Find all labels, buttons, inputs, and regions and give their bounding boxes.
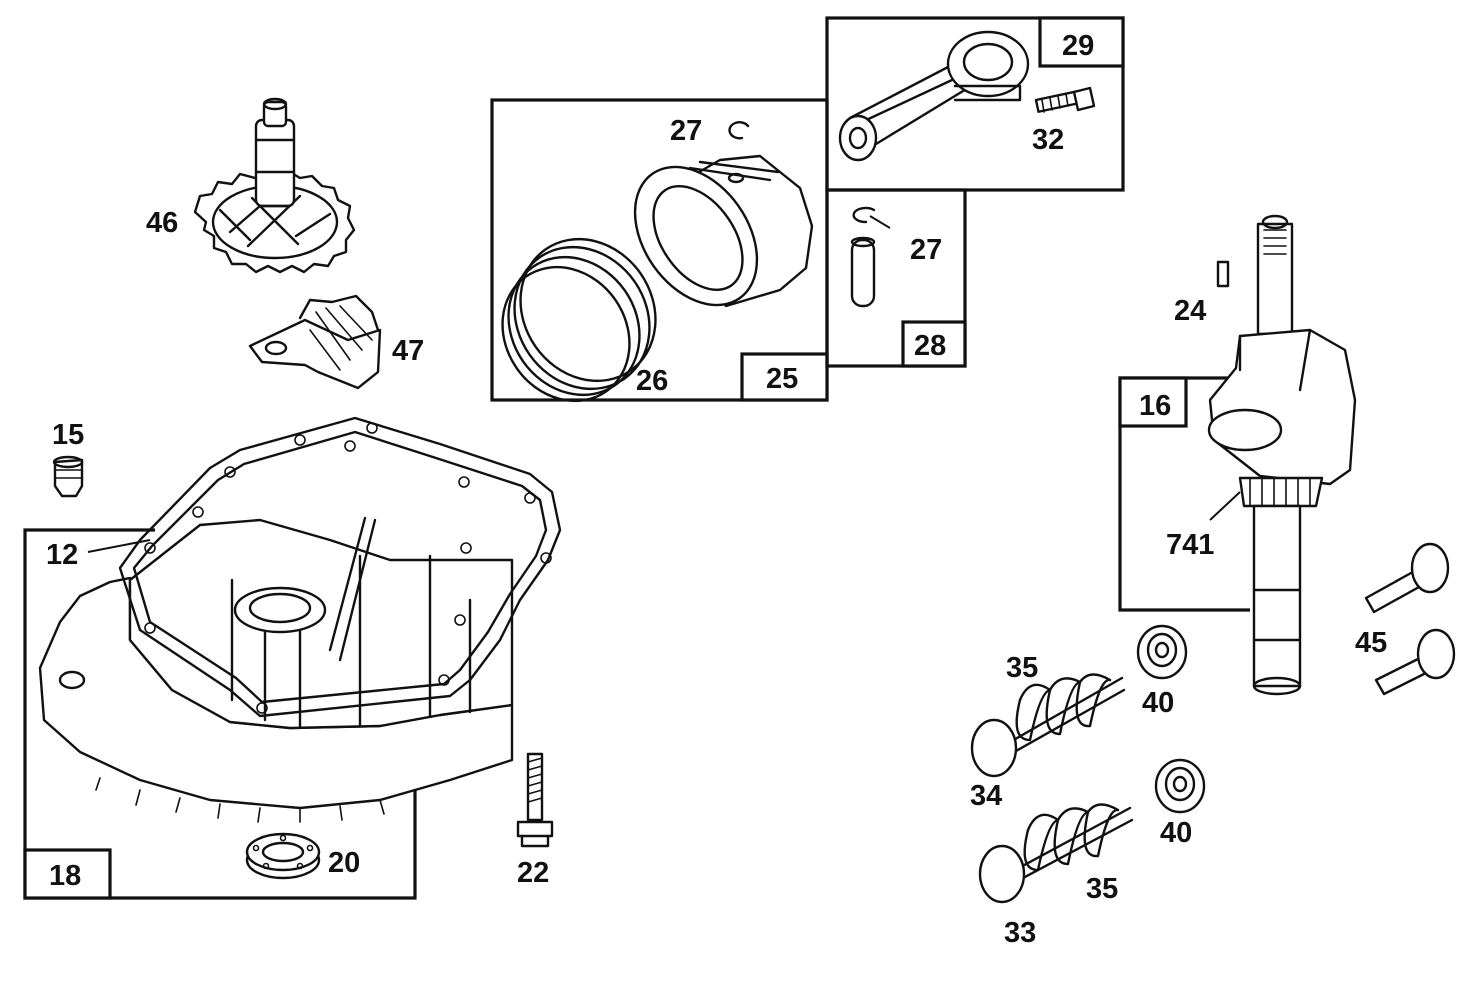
label-46-text: 46 (146, 207, 178, 239)
crankshaft-part (1207, 214, 1357, 696)
key-24-part (1216, 260, 1230, 288)
label-741-text: 741 (1166, 529, 1214, 561)
connecting-rod-part (838, 30, 1030, 162)
tappet-upper-part (1364, 542, 1450, 614)
label-18-text: 18 (49, 860, 81, 892)
piston-pin-part (850, 236, 876, 308)
label-22-text: 22 (517, 857, 549, 889)
gasket-part (118, 416, 562, 718)
label-32-text: 32 (1032, 124, 1064, 156)
label-40-upper-text: 40 (1142, 687, 1174, 719)
label-25-text: 25 (766, 363, 798, 395)
drain-plug-part (52, 455, 84, 498)
label-35-upper-text: 35 (1006, 652, 1038, 684)
label-45-text: 45 (1355, 627, 1387, 659)
label-47-text: 47 (392, 335, 424, 367)
piston-part (633, 154, 814, 308)
label-29-text: 29 (1062, 30, 1094, 62)
group-box-28 (825, 188, 967, 368)
label-27-upper-text: 27 (670, 115, 702, 147)
spring-upper-part (1015, 673, 1112, 742)
label-40-lower-text: 40 (1160, 817, 1192, 849)
part-labels: 46 47 15 12 18 20 22 27 26 25 29 32 27 2… (46, 30, 1387, 949)
label-24-text: 24 (1174, 295, 1206, 327)
governor-bracket-part (248, 294, 382, 390)
bolt-32-part (1034, 86, 1096, 113)
label-27-lower-text: 27 (910, 234, 942, 266)
piston-rings-part (501, 237, 657, 403)
label-26-text: 26 (636, 365, 668, 397)
label-28-text: 28 (914, 330, 946, 362)
retainer-lower-part (1154, 758, 1206, 814)
crankcase-sump-part (38, 516, 514, 823)
group-box-16 (1118, 376, 1250, 612)
bolt-22-part (516, 752, 554, 848)
label-12-text: 12 (46, 539, 78, 571)
retainer-upper-part (1136, 624, 1188, 680)
label-33-text: 33 (1004, 917, 1036, 949)
cam-gear-part (193, 97, 356, 274)
group-box-29 (825, 16, 1125, 192)
circlip-27-lower (852, 206, 876, 224)
leader-lines (87, 215, 1241, 553)
label-15-text: 15 (52, 419, 84, 451)
tappet-lower-part (1374, 628, 1456, 696)
group-box-18 (23, 528, 417, 900)
label-16-text: 16 (1139, 390, 1171, 422)
label-20-text: 20 (328, 847, 360, 879)
spring-lower-part (1023, 803, 1120, 872)
oil-seal-part (245, 832, 321, 880)
label-34-text: 34 (970, 780, 1002, 812)
label-35-lower-text: 35 (1086, 873, 1118, 905)
circlip-27-upper (728, 121, 750, 140)
